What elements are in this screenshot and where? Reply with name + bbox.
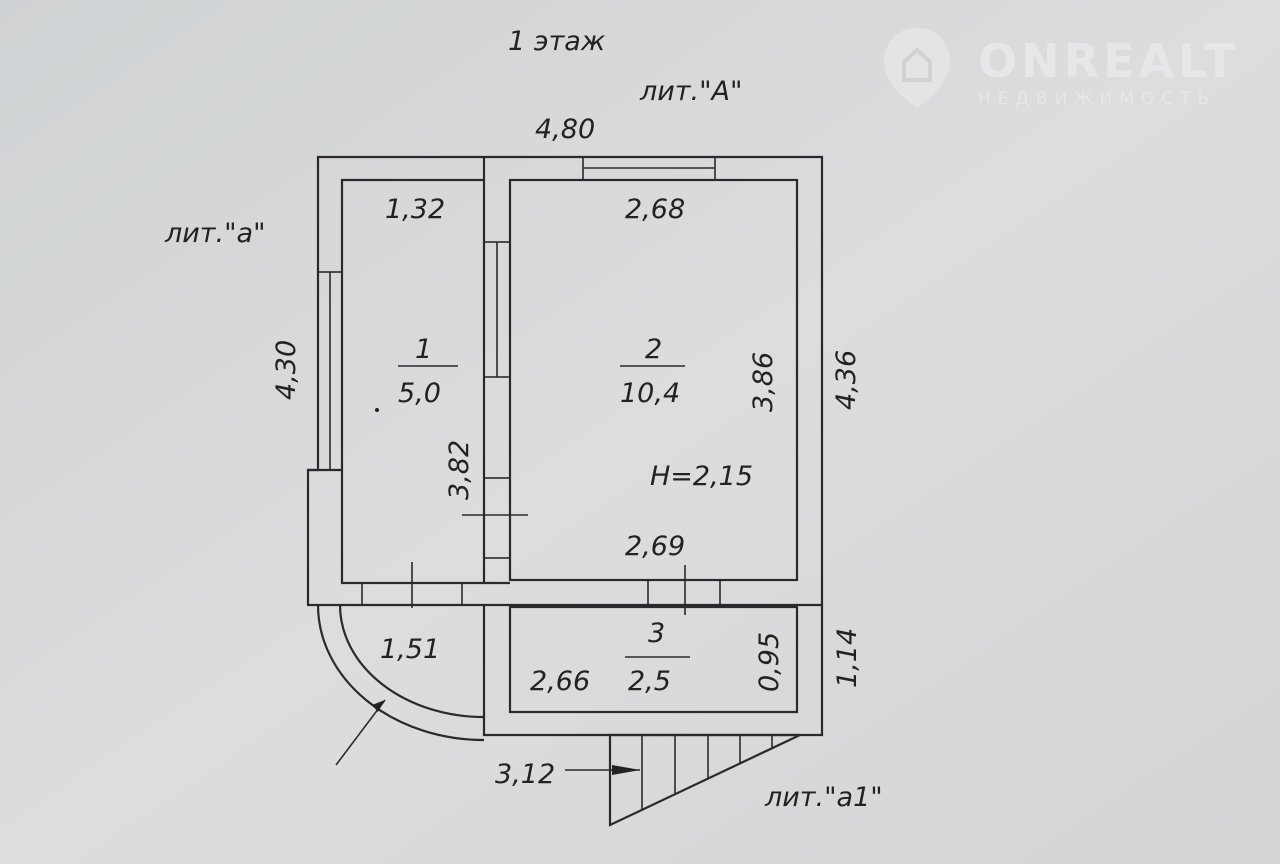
- dim-porch: 1,51: [380, 634, 440, 665]
- svg-text:1: 1: [415, 334, 432, 365]
- label-lit-A: лит."А": [639, 76, 742, 107]
- onrealt-logo: ONREALT НЕДВИЖИМОСТЬ: [884, 28, 1239, 109]
- openings: [317, 156, 721, 605]
- dim-room3-outer: 1,14: [832, 628, 863, 688]
- porch: [316, 604, 485, 766]
- floor-title: 1 этаж: [508, 26, 606, 57]
- stairs: [565, 733, 801, 827]
- logo-subtitle: НЕДВИЖИМОСТЬ: [978, 89, 1216, 109]
- dim-room2-length: 3,86: [748, 352, 779, 412]
- svg-text:3: 3: [648, 618, 665, 649]
- dimension-lines: [375, 408, 686, 615]
- svg-text:2: 2: [645, 334, 662, 365]
- svg-text:5,0: 5,0: [398, 378, 441, 409]
- svg-text:2,5: 2,5: [628, 666, 671, 697]
- ceiling-height: H=2,15: [650, 461, 753, 492]
- dim-room1-length: 3,82: [444, 440, 475, 500]
- room-1-label: 1 5,0: [398, 334, 458, 409]
- dim-right-height: 4,36: [831, 350, 862, 410]
- dim-left-height: 4,30: [271, 340, 302, 400]
- room-3-label: 3 2,5: [625, 618, 690, 697]
- dim-room2-bottom: 2,69: [625, 531, 685, 562]
- room-2-label: 2 10,4: [620, 334, 685, 409]
- logo-name: ONREALT: [978, 34, 1239, 88]
- dim-stairs: 3,12: [495, 759, 555, 790]
- dim-room3-depth: 0,95: [754, 632, 785, 692]
- label-lit-a: лит."а": [164, 218, 266, 249]
- dim-room1-width: 1,32: [385, 194, 445, 225]
- dim-room2-top: 2,68: [625, 194, 685, 225]
- svg-text:10,4: 10,4: [620, 378, 680, 409]
- label-lit-a1: лит."а1": [764, 782, 883, 813]
- dim-room3-width: 2,66: [530, 666, 590, 697]
- dim-overall-width: 4,80: [535, 114, 595, 145]
